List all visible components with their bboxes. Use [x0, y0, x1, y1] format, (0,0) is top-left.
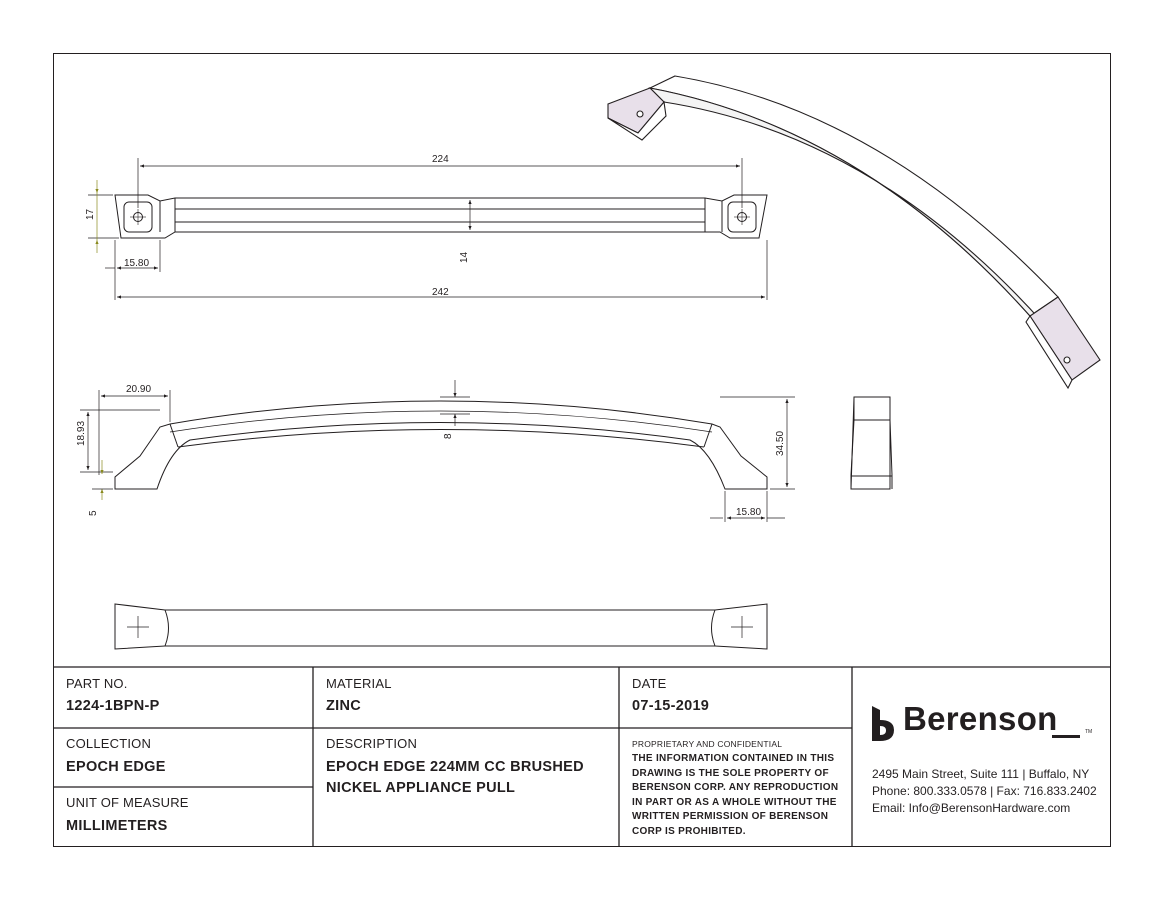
side-view-dimensions [80, 380, 795, 522]
collection-value: EPOCH EDGE [66, 759, 166, 775]
proprietary-line: THE INFORMATION CONTAINED IN THIS [632, 753, 835, 764]
side-view [114, 400, 768, 490]
end-view [850, 396, 893, 490]
unit-value: MILLIMETERS [66, 818, 168, 834]
part-no-value: 1224-1BPN-P [66, 698, 160, 714]
dim-base-width-top: 15.80 [124, 258, 149, 269]
proprietary-line: CORP IS PROHIBITED. [632, 825, 746, 837]
isometric-view [607, 75, 1101, 390]
date-label: DATE [632, 676, 667, 691]
proprietary-line: IN PART OR AS A WHOLE WITHOUT THE [632, 796, 837, 808]
date-value: 07-15-2019 [632, 698, 710, 714]
dim-base-width-side: 15.80 [736, 507, 761, 518]
dim-foot-length: 20.90 [126, 384, 151, 395]
material-label: MATERIAL [326, 676, 392, 691]
company-name: Berenson [903, 700, 1058, 737]
proprietary-line: WRITTEN PERMISSION OF BERENSON [632, 811, 829, 822]
part-no-label: PART NO. [66, 676, 128, 691]
company-email: Email: Info@BerensonHardware.com [872, 801, 1071, 815]
description-label: DESCRIPTION [326, 736, 418, 751]
dim-base-height: 5 [88, 510, 99, 516]
description-line-1: EPOCH EDGE 224MM CC BRUSHED [326, 759, 584, 775]
proprietary-line: BERENSON CORP. ANY REPRODUCTION [632, 782, 839, 793]
material-value: ZINC [326, 698, 362, 714]
trademark-mark: TM [1085, 729, 1093, 735]
bottom-view [114, 603, 768, 650]
collection-label: COLLECTION [66, 736, 152, 751]
description-line-2: NICKEL APPLIANCE PULL [326, 780, 516, 796]
proprietary-notice: THE INFORMATION CONTAINED IN THIS DRAWIN… [632, 752, 847, 839]
dim-bar-thickness: 14 [459, 251, 470, 263]
company-address: 2495 Main Street, Suite 111 | Buffalo, N… [872, 767, 1090, 781]
title-block-grid [53, 666, 1111, 847]
berenson-b-logo-icon [872, 706, 894, 741]
dim-cc-width: 224 [432, 154, 449, 165]
dim-top-height: 17 [85, 208, 96, 220]
top-view [114, 194, 768, 239]
dim-overall-length: 242 [432, 287, 449, 298]
proprietary-line: DRAWING IS THE SOLE PROPERTY OF [632, 767, 829, 779]
dim-foot-height: 18.93 [76, 421, 87, 446]
top-view-dimensions [88, 158, 768, 300]
company-phone: Phone: 800.333.0578 | Fax: 716.833.2402 [872, 784, 1097, 798]
unit-label: UNIT OF MEASURE [66, 795, 189, 810]
brand-underline [1052, 735, 1080, 738]
proprietary-heading: PROPRIETARY AND CONFIDENTIAL [632, 739, 783, 749]
dim-arch-offset: 8 [443, 433, 454, 439]
side-view-base-dimension [92, 460, 113, 500]
drawing-frame [53, 53, 1111, 847]
dim-overall-height: 34.50 [775, 431, 786, 456]
